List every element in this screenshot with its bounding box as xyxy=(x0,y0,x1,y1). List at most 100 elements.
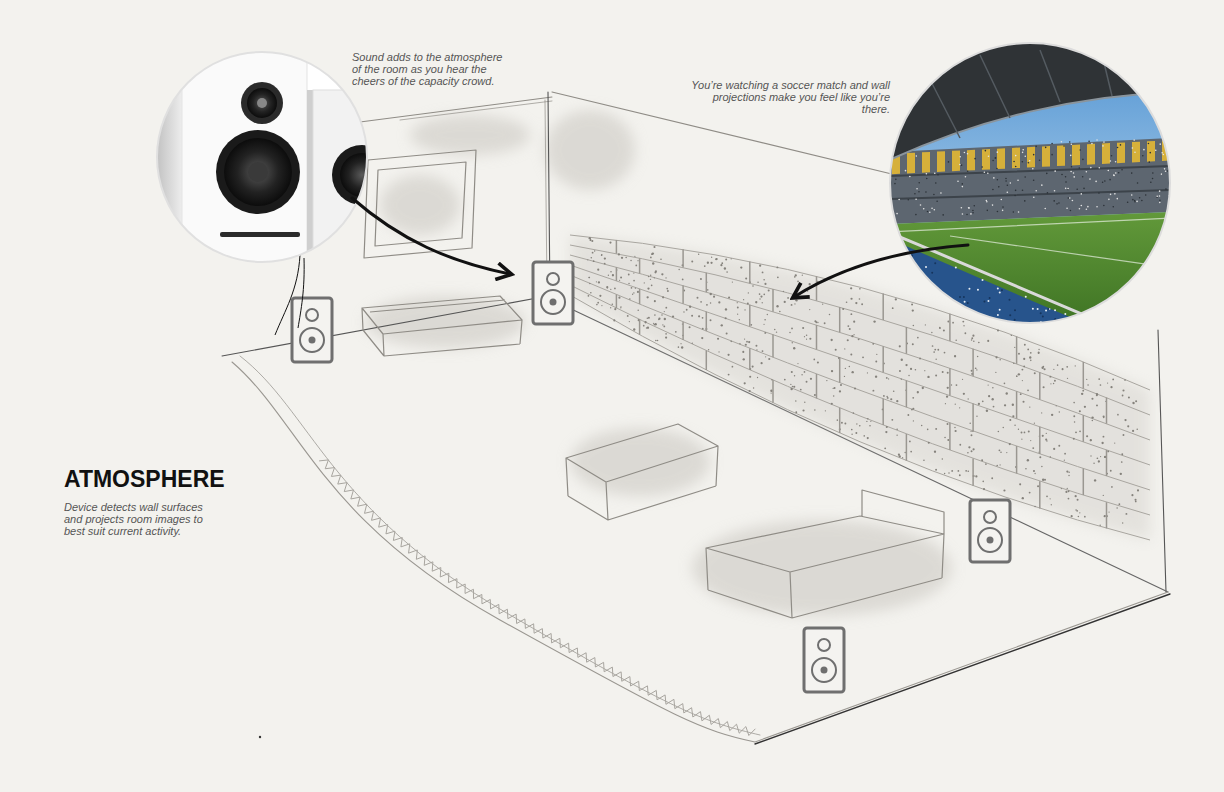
seat-dot xyxy=(620,307,621,308)
seat-dot xyxy=(721,324,723,326)
crowd-dot xyxy=(1098,192,1100,194)
seat-dot xyxy=(678,346,680,348)
crowd-dot xyxy=(1143,149,1145,151)
stand-aisle xyxy=(906,434,908,461)
seat-dot xyxy=(661,273,663,275)
seat-dot xyxy=(1112,378,1114,380)
crowd-dot xyxy=(1002,210,1004,212)
seat-dot xyxy=(833,395,835,397)
pitch xyxy=(888,212,1172,330)
seat-dot xyxy=(964,332,966,334)
seat-dot xyxy=(1041,412,1042,413)
crowd-dot xyxy=(1071,143,1073,145)
seat-dot xyxy=(1125,513,1127,515)
seat-dot xyxy=(1122,522,1123,523)
seat-dot xyxy=(824,322,826,324)
seat-dot xyxy=(614,308,616,310)
crowd-dot xyxy=(961,311,963,313)
seat-dot xyxy=(1018,373,1020,375)
seat-dot xyxy=(993,406,995,408)
seat-dot xyxy=(1023,358,1025,360)
stand-aisle xyxy=(882,294,884,320)
seat-dot xyxy=(725,308,727,310)
seat-dot xyxy=(971,337,973,339)
speaker-photo xyxy=(155,50,392,268)
crowd-dot xyxy=(1090,167,1092,169)
seat-dot xyxy=(888,378,889,379)
seat-dot xyxy=(753,387,754,388)
seat-dot xyxy=(1012,404,1014,406)
seat-dot xyxy=(663,326,665,328)
stand-aisle xyxy=(816,276,818,300)
seat-dot xyxy=(598,281,600,283)
seat-dot xyxy=(959,407,960,408)
seat-dot xyxy=(822,304,823,305)
seat-dot xyxy=(743,299,744,300)
crowd-dot xyxy=(957,180,959,182)
crowd-dot xyxy=(996,168,998,170)
seat-dot xyxy=(905,364,907,366)
seat-dot xyxy=(972,448,974,450)
crowd-dot xyxy=(895,277,897,279)
crowd-dot xyxy=(1069,197,1071,199)
seat-dot xyxy=(665,277,666,278)
seat-dot xyxy=(1137,489,1139,491)
seat-dot xyxy=(850,313,852,315)
wall-wash xyxy=(545,110,635,190)
speaker-woofer xyxy=(812,658,836,682)
crowd-dot xyxy=(1022,189,1024,191)
seat-dot xyxy=(884,447,886,449)
stand-aisle xyxy=(1039,427,1041,454)
seat-dot xyxy=(1075,431,1077,433)
crowd-dot xyxy=(1069,141,1071,143)
seat-dot xyxy=(629,298,631,300)
seat-dot xyxy=(844,376,845,377)
seat-dot xyxy=(1078,516,1080,518)
seat-dot xyxy=(850,287,852,289)
seat-dot xyxy=(847,339,849,341)
seat-dot xyxy=(1030,440,1031,441)
seat-dot xyxy=(951,384,952,385)
seat-dot xyxy=(1029,356,1031,358)
seat-dot xyxy=(921,425,922,426)
crowd-dot xyxy=(1018,211,1020,213)
crowd-dot xyxy=(1134,201,1136,203)
crowd-dot xyxy=(918,182,920,184)
seat-dot xyxy=(957,470,959,472)
seat-dot xyxy=(1016,375,1018,377)
crowd-dot xyxy=(936,326,938,328)
crowd-dot xyxy=(891,304,893,306)
seat-dot xyxy=(718,301,720,303)
seat-dot xyxy=(700,278,702,280)
crowd-dot xyxy=(1045,147,1047,149)
seat-dot xyxy=(650,275,651,276)
stand-aisle xyxy=(749,261,751,283)
woofer xyxy=(248,162,268,182)
seat-dot xyxy=(927,376,929,378)
stand-aisle xyxy=(972,349,974,376)
crowd-dot xyxy=(939,318,941,320)
stand-aisle xyxy=(1083,468,1085,495)
seat-dot xyxy=(628,274,630,276)
crowd-dot xyxy=(1041,184,1043,186)
crowd-dot xyxy=(1142,155,1144,157)
seat-dot xyxy=(804,371,806,373)
seat-dot xyxy=(720,264,722,266)
seat-dot xyxy=(1117,414,1119,416)
annotation: You’re watching a soccer match and wall … xyxy=(690,79,890,115)
seat-dot xyxy=(732,281,733,282)
crowd-dot xyxy=(936,200,938,202)
seat-dot xyxy=(1020,393,1022,395)
crowd-dot xyxy=(1161,173,1163,175)
furniture-sketch xyxy=(362,150,944,618)
seat-dot xyxy=(791,371,793,373)
seat-dot xyxy=(1000,451,1002,453)
seat-dot xyxy=(654,314,656,316)
seat-dot xyxy=(664,311,665,312)
crowd-dot xyxy=(923,208,925,210)
seat-dot xyxy=(850,298,852,300)
seat-dot xyxy=(757,281,758,282)
seat-dot xyxy=(845,368,846,369)
